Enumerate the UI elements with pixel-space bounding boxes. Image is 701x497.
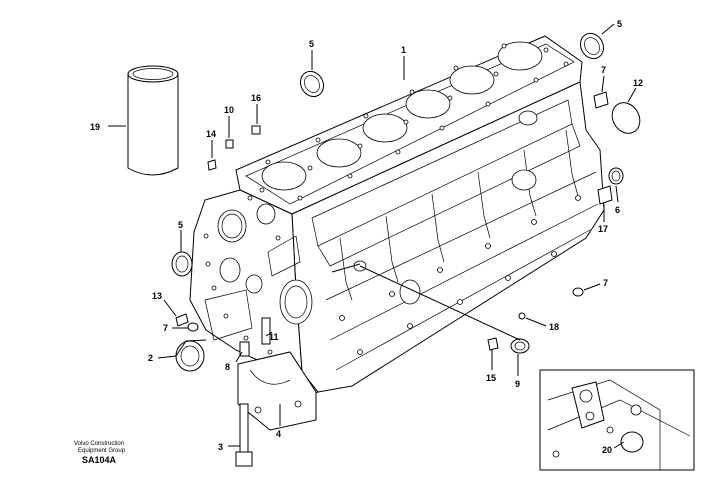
credit-line-1: Volvo Construction: [74, 441, 124, 447]
callout-11: 11: [269, 332, 279, 342]
front-washer: [187, 322, 199, 332]
callout-4: 4: [276, 429, 281, 439]
callout-16: 16: [251, 93, 261, 103]
callout-7-right: 7: [603, 278, 608, 288]
plug-lower-11: [261, 317, 271, 345]
callout-5-rear: 5: [617, 19, 622, 29]
callout-19: 19: [90, 122, 100, 132]
callout-10: 10: [224, 105, 234, 115]
deck-bolt-holes: [259, 43, 569, 201]
drawing-code: SA104A: [82, 455, 117, 465]
front-core-plug: [171, 251, 193, 277]
callout-numbers: 19 5 1 5 7 12 10 16 14 6 17 5 7 13 7 18 …: [90, 19, 643, 455]
callout-9: 9: [515, 379, 520, 389]
callout-7-front: 7: [163, 323, 168, 333]
core-plug-upper: [299, 70, 325, 98]
leader-lines: [108, 23, 637, 449]
credit-line-2: Equipment Group: [78, 448, 126, 454]
guide-pin: [239, 341, 250, 357]
callout-15: 15: [486, 373, 496, 383]
plug-small: [225, 139, 234, 149]
cylinder-bore-2: [316, 138, 362, 168]
callout-5-front: 5: [178, 220, 183, 230]
crankcase-ribs: [339, 129, 579, 301]
callout-2: 2: [148, 353, 153, 363]
callout-18: 18: [549, 322, 559, 332]
cylinder-bore-5: [449, 65, 495, 95]
side-bolt-holes: [339, 195, 581, 355]
callout-3: 3: [218, 442, 223, 452]
main-bearing-bolt: [235, 403, 253, 467]
callout-17: 17: [598, 224, 608, 234]
callout-13: 13: [152, 291, 162, 301]
cylinder-bore-6: [497, 41, 543, 71]
credit-block: Volvo Construction Equipment Group SA104…: [74, 441, 126, 465]
crankshaft-seal: [175, 339, 207, 372]
cylinder-bore-1: [261, 161, 307, 191]
callout-14: 14: [206, 129, 216, 139]
detail-inset: [539, 369, 695, 471]
cylinder-bore-3: [362, 113, 408, 143]
nozzle-18: [518, 312, 526, 320]
cylinder-bore-4: [405, 89, 451, 119]
dowel-sleeve: [251, 125, 261, 135]
plug-15: [487, 337, 499, 351]
seal-ring-9: [510, 338, 530, 354]
nipple: [207, 159, 217, 171]
engine-block: [189, 35, 605, 397]
cover-plate: [611, 102, 641, 134]
plug-rear-lower: [608, 167, 624, 185]
front-plug-13: [175, 313, 189, 327]
cylinder-liner: [127, 65, 179, 176]
callout-5-upper: 5: [309, 39, 314, 49]
callout-6: 6: [615, 205, 620, 215]
sealing-washer-right: [572, 287, 584, 297]
plug-side: [597, 185, 613, 205]
callout-1: 1: [401, 45, 406, 55]
callout-12: 12: [633, 78, 643, 88]
callout-7-upper: 7: [601, 65, 606, 75]
main-bearing-cap: [237, 351, 317, 431]
callout-20: 20: [602, 445, 612, 455]
core-plug-rear: [579, 32, 605, 60]
callout-8: 8: [225, 362, 230, 372]
sealing-washer-upper: [593, 91, 609, 109]
